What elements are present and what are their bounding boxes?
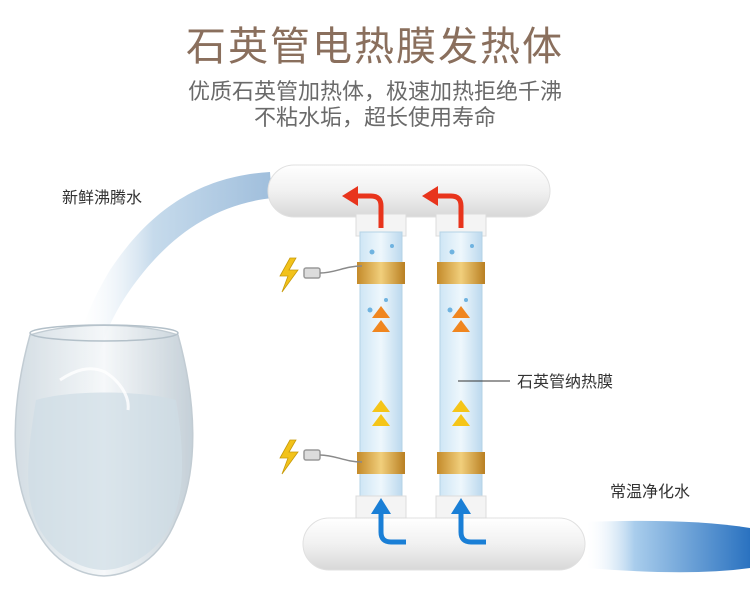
lightning-icon bbox=[279, 257, 299, 475]
page-title: 石英管电热膜发热体 bbox=[186, 24, 564, 70]
subtitle-line-2: 不粘水垢，超长使用寿命 bbox=[253, 106, 496, 131]
quartz-tube-right bbox=[435, 213, 487, 519]
normal-water-stream bbox=[585, 520, 750, 573]
bottom-inlet-pipe bbox=[302, 517, 586, 571]
label-normal-water: 常温净化水 bbox=[610, 482, 691, 501]
heat-arrow-icon bbox=[372, 306, 470, 426]
hot-water-arrow-icon bbox=[356, 193, 464, 228]
power-wire bbox=[303, 265, 363, 463]
quartz-tube-left bbox=[355, 213, 407, 519]
label-fresh-water: 新鲜沸腾水 bbox=[62, 188, 143, 207]
top-outlet-pipe bbox=[267, 164, 551, 218]
glass-of-water-icon bbox=[14, 324, 194, 577]
subtitle-line-1: 优质石英管加热体，极速加热拒绝千沸 bbox=[187, 80, 562, 105]
fresh-water-stream bbox=[74, 172, 272, 404]
cold-water-arrow-icon bbox=[378, 510, 486, 545]
label-quartz-membrane: 石英管纳热膜 bbox=[517, 372, 614, 391]
